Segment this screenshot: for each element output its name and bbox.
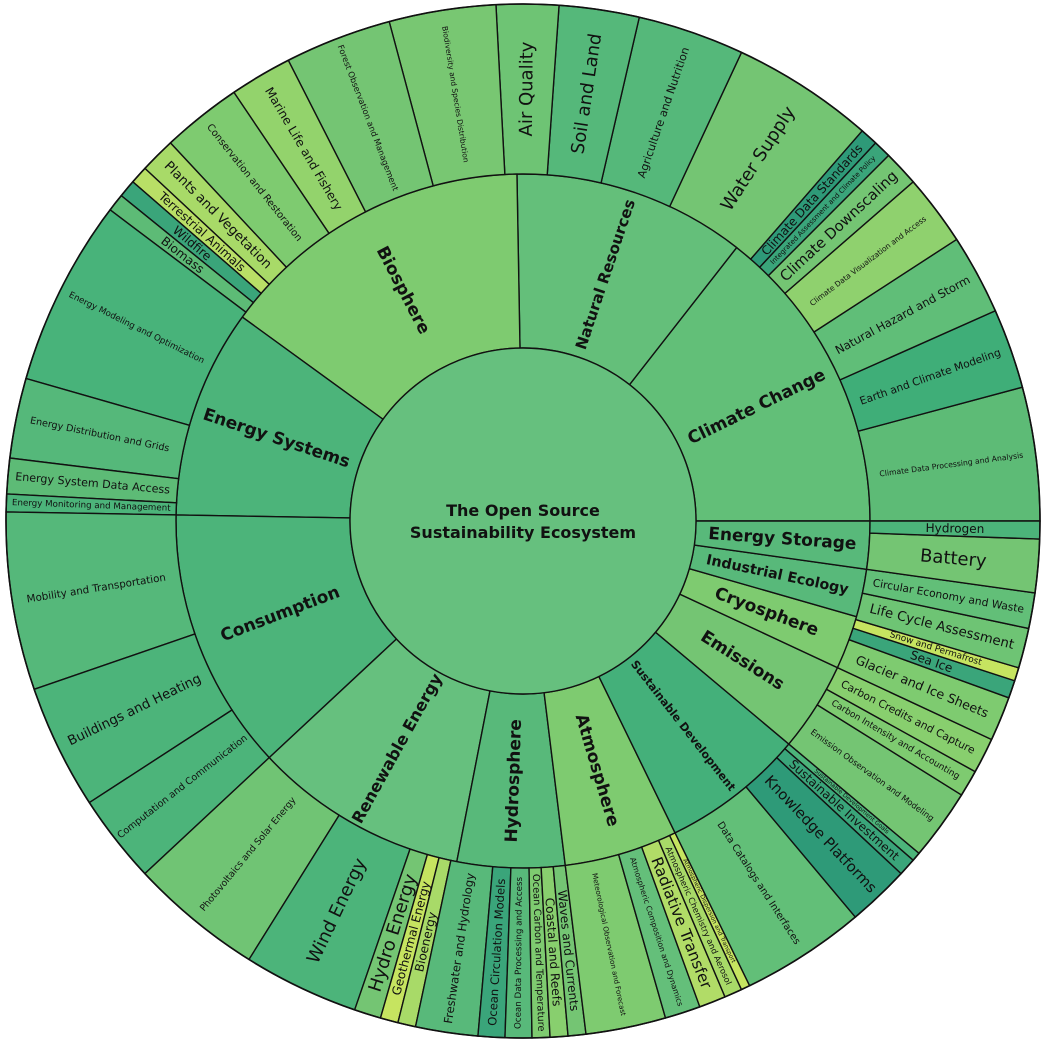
center-circle bbox=[349, 347, 697, 695]
label-ocean-data-processing-and-access: Ocean Data Processing and Access bbox=[514, 876, 525, 1029]
label-air-quality: Air Quality bbox=[516, 41, 538, 136]
label-ocean-carbon-and-temperature: Ocean Carbon and Temperature bbox=[530, 874, 546, 1032]
outer-ring-border bbox=[5, 3, 1041, 1039]
center-title-line-1: The Open Source bbox=[446, 501, 600, 520]
label-hydrogen: Hydrogen bbox=[925, 521, 984, 536]
sunburst-segments bbox=[5, 3, 1041, 1039]
center-title-line-2: Sustainability Ecosystem bbox=[410, 523, 636, 542]
label-hydrosphere: Hydrosphere bbox=[502, 719, 526, 843]
